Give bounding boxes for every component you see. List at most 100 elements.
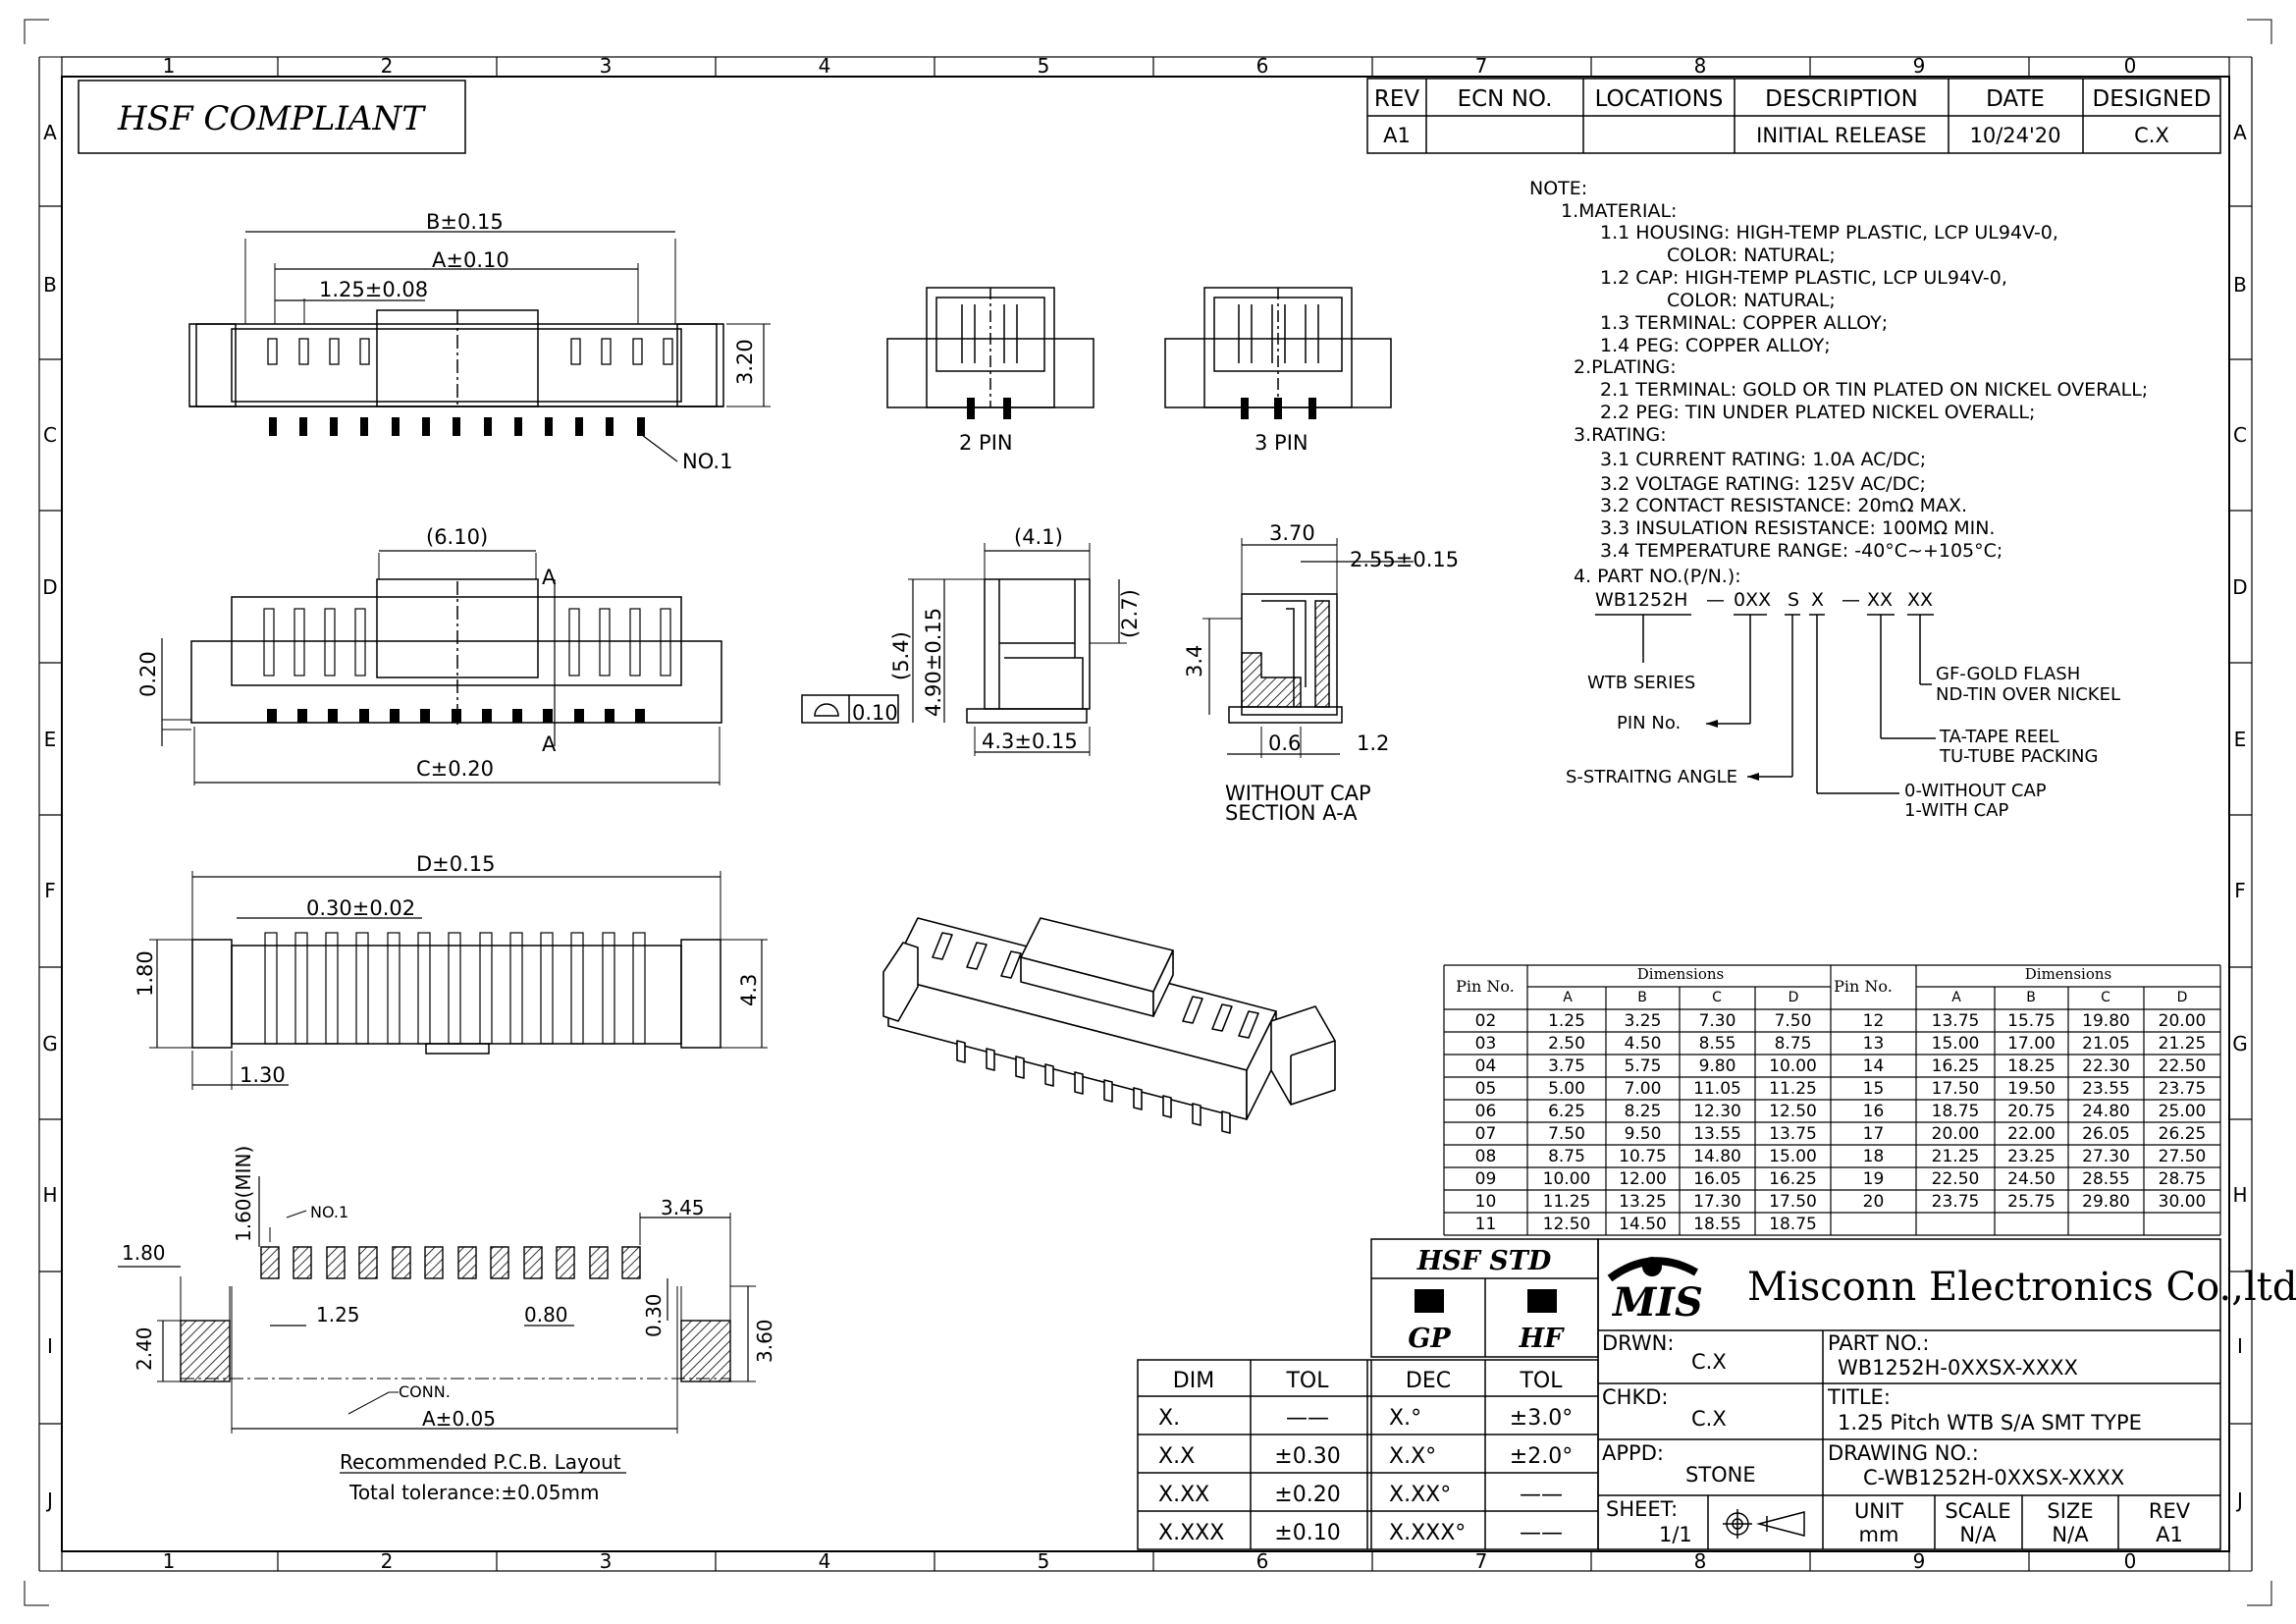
table-cell: 9.50 bbox=[1625, 1124, 1662, 1144]
rev-header: ECN NO. bbox=[1458, 86, 1553, 112]
hsf-compliant-label: HSF COMPLIANT bbox=[117, 99, 426, 138]
col-label: 6 bbox=[1256, 1549, 1269, 1573]
table-cell: 6.25 bbox=[1548, 1102, 1585, 1121]
table-cell: 8.75 bbox=[1775, 1034, 1812, 1054]
table-cell: 12.30 bbox=[1693, 1102, 1741, 1121]
bottom-contacts bbox=[264, 932, 646, 1045]
table-cell: 13.55 bbox=[1693, 1124, 1741, 1144]
dim-pcb-a: A±0.05 bbox=[422, 1407, 496, 1431]
legend-tape: TA-TAPE REEL bbox=[1939, 727, 2059, 747]
tol-cell: —— bbox=[1520, 1483, 1563, 1507]
legend-tin: ND-TIN OVER NICKEL bbox=[1936, 684, 2120, 705]
front-slots bbox=[263, 608, 671, 677]
code-seg: WB1252H bbox=[1595, 589, 1687, 611]
tol-cell: X. bbox=[1158, 1406, 1180, 1431]
rev-cell: A1 bbox=[1383, 124, 1411, 147]
dim-pcb-w1: 3.45 bbox=[661, 1196, 705, 1219]
flatness-value: 0.10 bbox=[852, 701, 898, 725]
rev-header: REV bbox=[1374, 86, 1420, 112]
note-line: 3.1 CURRENT RATING: 1.0A AC/DC; bbox=[1600, 449, 1926, 470]
row-label: D bbox=[42, 575, 57, 599]
front-view-labels: (6.10) C±0.20 0.20 A A bbox=[136, 525, 557, 781]
hsf-std-block: HSF STD GP HF bbox=[1370, 1238, 1599, 1358]
hsf-compliant-box: HSF COMPLIANT bbox=[78, 80, 466, 154]
grid-ticks bbox=[39, 57, 2252, 1571]
chkd-value: C.X bbox=[1691, 1407, 1727, 1431]
dim-pcb-h2: 0.30 bbox=[642, 1293, 666, 1337]
table-cell: 13.25 bbox=[1619, 1192, 1667, 1212]
table-cell: 21.25 bbox=[1932, 1147, 1980, 1166]
table-cell: 10.00 bbox=[1769, 1056, 1817, 1076]
table-cell: 04 bbox=[1475, 1056, 1497, 1076]
row-label: E bbox=[44, 728, 57, 751]
iso-slots bbox=[932, 932, 1259, 1039]
projection-symbol-icon bbox=[1723, 1509, 1805, 1539]
section-view bbox=[1202, 538, 1414, 758]
col-label: 2 bbox=[381, 1549, 394, 1573]
pin2-label: 2 PIN bbox=[959, 431, 1013, 455]
dim-pcb-h1: 2.40 bbox=[133, 1326, 156, 1371]
row-label: F bbox=[44, 879, 56, 902]
row-label: I bbox=[2237, 1334, 2243, 1358]
tol-cell: ±0.30 bbox=[1274, 1444, 1340, 1469]
table-cell: 8.75 bbox=[1548, 1147, 1585, 1166]
section-view-labels: 3.70 2.55±0.15 3.4 0.6 1.2 WITHOUT CAP S… bbox=[1183, 521, 1459, 825]
col-label: 1 bbox=[163, 54, 176, 78]
table-cell: 24.50 bbox=[2007, 1169, 2056, 1189]
unit-label: UNIT bbox=[1854, 1499, 1903, 1523]
code-seg: — bbox=[1706, 589, 1725, 611]
table-cell: 18.75 bbox=[1769, 1215, 1817, 1234]
table-cell: 12 bbox=[1863, 1011, 1885, 1031]
table-cell: 12.00 bbox=[1619, 1169, 1667, 1189]
company-name: Misconn Electronics Co.,ltd. bbox=[1747, 1265, 2296, 1310]
pin2-view bbox=[886, 287, 1095, 419]
dim-pcb-h3: 3.60 bbox=[753, 1319, 776, 1363]
tol-header: DEC bbox=[1406, 1369, 1451, 1393]
dim-pitch: 1.25±0.08 bbox=[319, 278, 428, 301]
legend-angle: S-STRAITNG ANGLE bbox=[1566, 767, 1737, 787]
front-view bbox=[161, 550, 722, 785]
col-label: 4 bbox=[819, 1549, 831, 1573]
dim-pcb-w2: 1.80 bbox=[122, 1241, 166, 1265]
table-cell: 22.00 bbox=[2007, 1124, 2056, 1144]
note-line: 2.PLATING: bbox=[1574, 356, 1677, 378]
col-label: 6 bbox=[1256, 54, 1269, 78]
dim-d: D±0.15 bbox=[416, 852, 496, 876]
iso-leads bbox=[956, 1040, 1231, 1134]
table-cell: 2.50 bbox=[1548, 1034, 1585, 1054]
table-cell: 18.55 bbox=[1693, 1215, 1741, 1234]
tol-header: TOL bbox=[1285, 1369, 1329, 1393]
dim-cap-height: (2.7) bbox=[1118, 589, 1142, 638]
top-pins bbox=[267, 338, 673, 365]
table-cell: 18 bbox=[1863, 1147, 1885, 1166]
col-label: 3 bbox=[600, 1549, 613, 1573]
table-cell: 19.50 bbox=[2007, 1079, 2056, 1099]
col-label: 7 bbox=[1475, 54, 1488, 78]
dim-base: 4.3±0.15 bbox=[982, 730, 1078, 753]
dim-height: 4.90±0.15 bbox=[922, 608, 945, 717]
part-no-label: PART NO.: bbox=[1828, 1331, 1929, 1355]
table-cell: 22.30 bbox=[2082, 1056, 2130, 1076]
table-cell: 20 bbox=[1863, 1192, 1885, 1212]
dims-sub-c: C bbox=[2101, 990, 2110, 1005]
table-cell: 24.80 bbox=[2082, 1102, 2130, 1121]
table-cell: 13 bbox=[1863, 1034, 1885, 1054]
isometric-connector-view bbox=[882, 917, 1336, 1134]
col-label: 9 bbox=[1913, 1549, 1926, 1573]
table-cell: 5.75 bbox=[1625, 1056, 1662, 1076]
dims-sub-a: A bbox=[1951, 990, 1961, 1005]
section-caption-2: SECTION A-A bbox=[1225, 801, 1358, 825]
table-cell: 30.00 bbox=[2159, 1192, 2207, 1212]
table-cell: 17.00 bbox=[2007, 1034, 2056, 1054]
table-cell: 28.55 bbox=[2082, 1169, 2130, 1189]
code-seg: XX bbox=[1907, 589, 1933, 611]
pcb-layout-labels: 1.60(MIN) NO.1 3.45 1.80 1.25 0.80 2.40 … bbox=[122, 1146, 776, 1504]
rev-cell: C.X bbox=[2134, 124, 2169, 147]
dims-sub-c: C bbox=[1712, 990, 1722, 1005]
tol-cell: —— bbox=[1286, 1406, 1329, 1431]
tolerance-table: DIM TOL DEC TOL X. —— X.° ±3.0° X.X ±0.3… bbox=[1137, 1359, 1599, 1550]
table-cell: 15.00 bbox=[1769, 1147, 1817, 1166]
tol-cell: X.XX bbox=[1158, 1483, 1209, 1507]
drwn-value: C.X bbox=[1691, 1350, 1727, 1374]
pin-col-header: Pin No. bbox=[1456, 977, 1515, 996]
